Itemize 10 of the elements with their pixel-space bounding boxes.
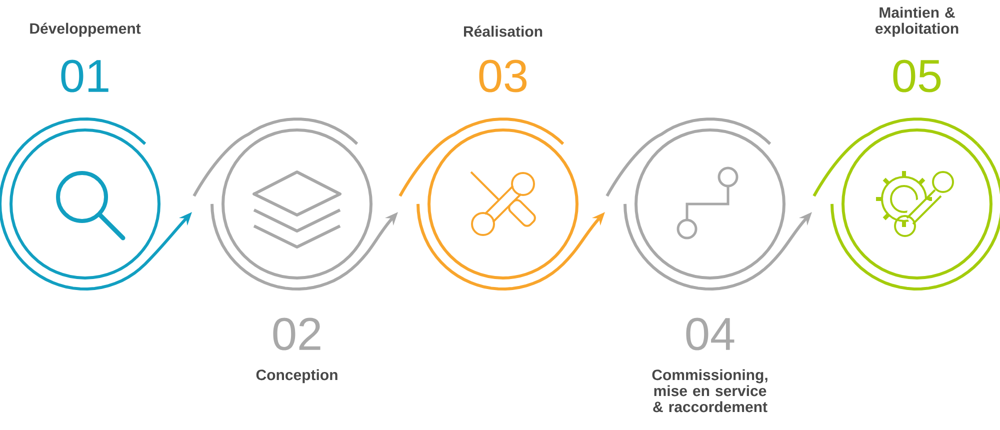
step-number: 04 xyxy=(686,318,734,350)
step-number: 05 xyxy=(893,60,941,92)
step-number: 03 xyxy=(479,60,527,92)
step-title: Réalisation xyxy=(464,26,542,37)
step-title: Commissioning, mise en service & raccordement xyxy=(652,369,768,412)
step-number: 02 xyxy=(273,318,320,350)
step-title: Conception xyxy=(256,369,338,384)
step-title: Maintien & exploitation xyxy=(876,6,958,37)
step-title: Développement xyxy=(30,22,141,37)
step-number: 01 xyxy=(61,60,108,92)
